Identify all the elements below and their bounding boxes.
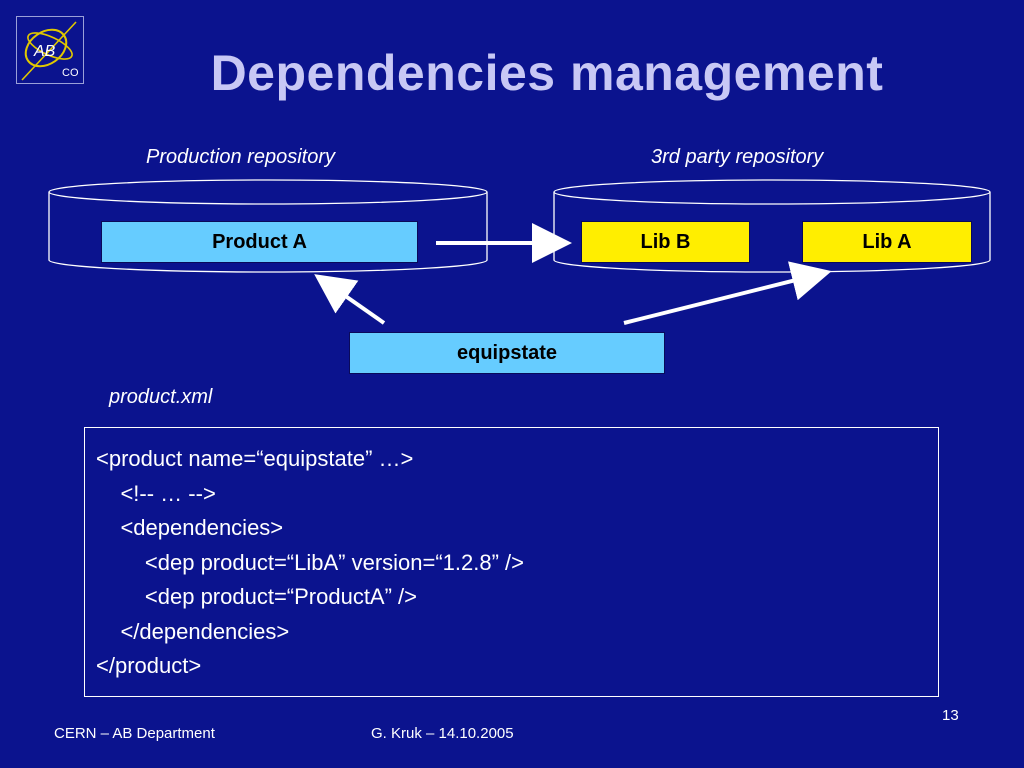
lib-a-box: Lib A	[802, 221, 972, 263]
code-line: </dependencies>	[96, 618, 290, 644]
arrow-equipstate-to-product-a	[314, 274, 386, 325]
code-line: <dep product=“LibA” version=“1.2.8” />	[96, 549, 525, 575]
code-line: <dependencies>	[96, 515, 284, 540]
slide-title: Dependencies management	[210, 45, 884, 101]
logo-subtext: CO	[62, 67, 79, 79]
production-repository-label: Production repository	[146, 146, 335, 168]
logo-text: AB	[33, 43, 56, 60]
code-line: <product name=“equipstate” …>	[96, 446, 414, 471]
third-party-repository-label: 3rd party repository	[651, 146, 824, 168]
arrow-equipstate-to-lib-a	[623, 261, 832, 325]
lib-b-box: Lib B	[581, 221, 750, 263]
product-a-box: Product A	[101, 221, 418, 263]
code-line: </product>	[96, 653, 202, 678]
equipstate-box: equipstate	[349, 332, 665, 374]
xml-code-block: <product name=“equipstate” …> <!-- … -->…	[84, 427, 939, 697]
code-line: <!-- … -->	[96, 480, 216, 506]
ab-co-logo: AB CO	[16, 16, 84, 84]
footer-department: CERN – AB Department	[54, 725, 215, 742]
product-xml-label: product.xml	[109, 386, 213, 408]
code-line: <dep product=“ProductA” />	[96, 584, 418, 609]
footer-author-date: G. Kruk – 14.10.2005	[371, 725, 514, 742]
page-number: 13	[942, 707, 959, 724]
